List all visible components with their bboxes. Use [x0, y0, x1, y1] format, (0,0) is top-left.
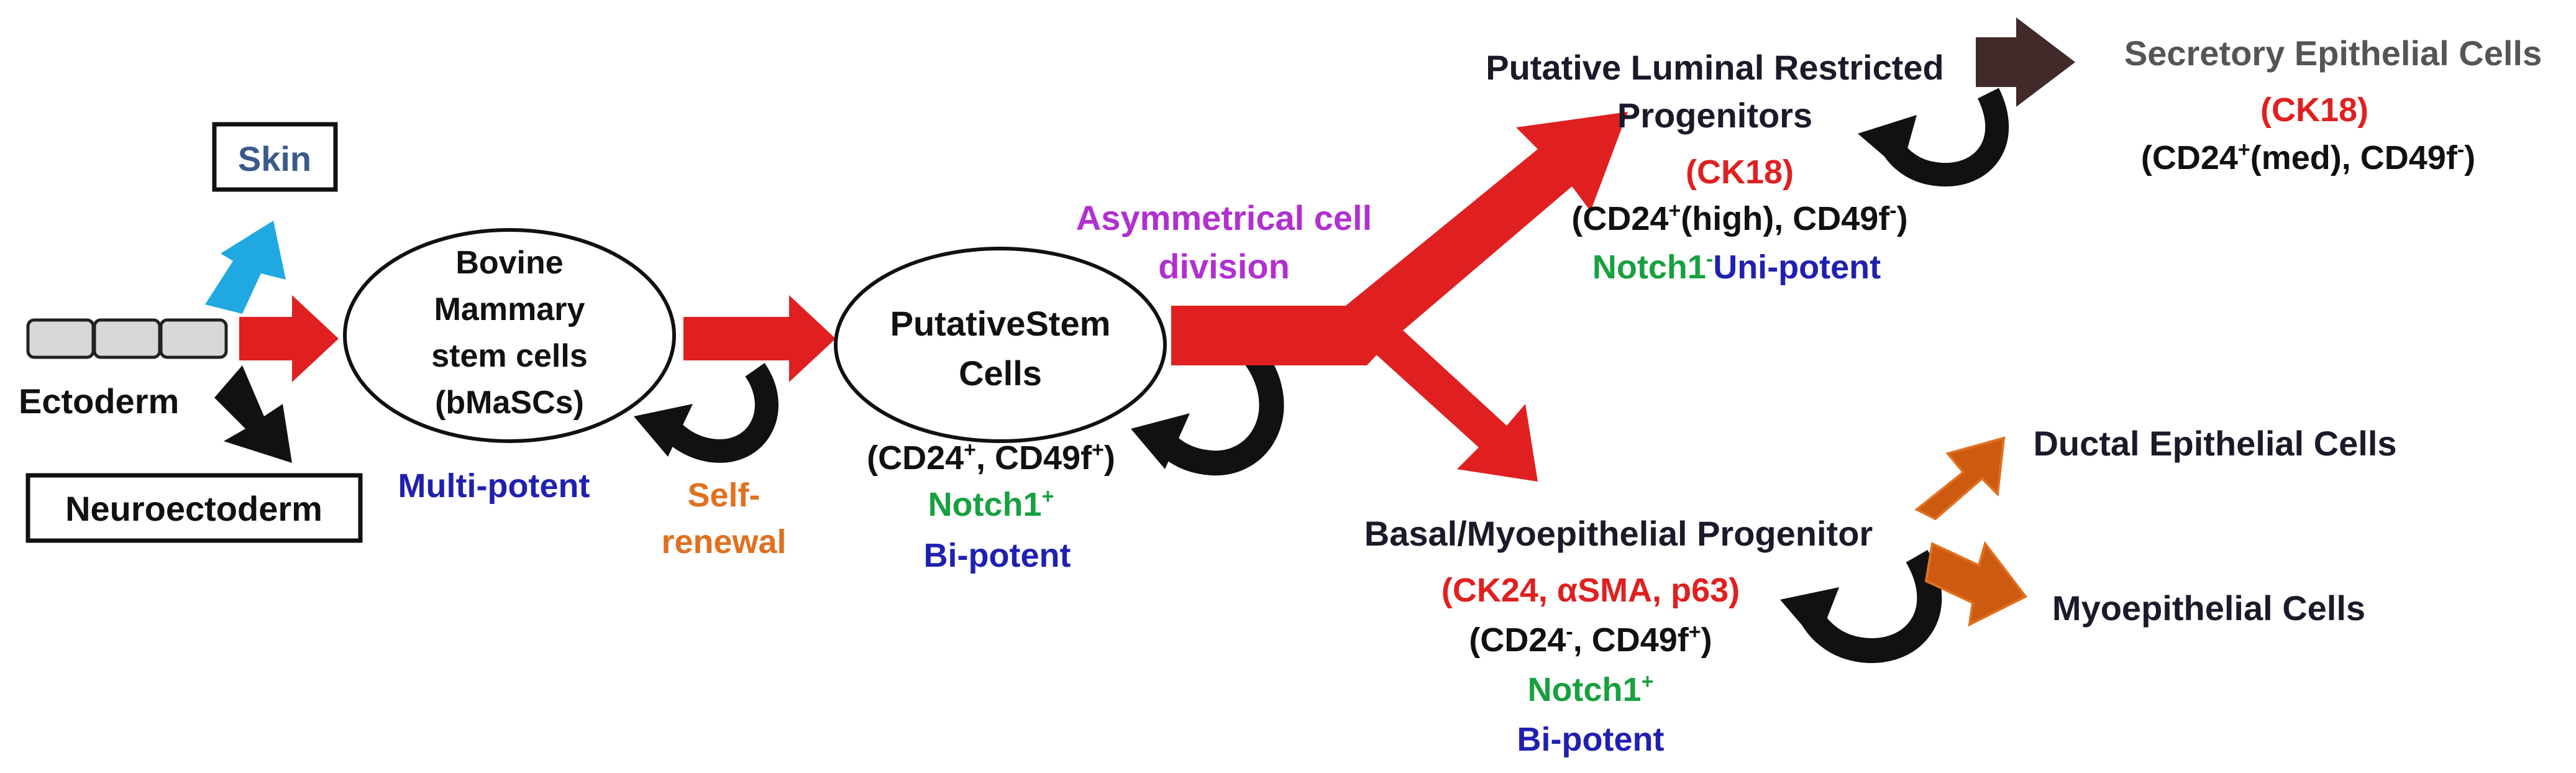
asym-line2: division	[1158, 247, 1290, 286]
luminal-renewal-arrow	[1858, 88, 2009, 187]
putative-stem-renewal-arrow	[1131, 350, 1284, 476]
ductal-title: Ductal Epithelial Cells	[2033, 424, 2396, 463]
luminal-notch-potency: Notch1-Uni-potent	[1592, 247, 1881, 286]
myoepithelial-title: Myoepithelial Cells	[2052, 588, 2365, 628]
arrow-to-ductal	[1914, 436, 2006, 521]
neuroectoderm-box	[25, 473, 363, 543]
self-renewal-line2: renewal	[661, 523, 786, 560]
self-renewal-line1: Self-	[687, 477, 760, 514]
arrow-to-putative-stem	[683, 295, 836, 382]
bmascs-line3: stem cells	[431, 338, 588, 374]
putative-stem-line1: PutativeStem	[890, 304, 1111, 343]
secretory-title: Secretory Epithelial Cells	[2124, 34, 2542, 73]
luminal-line2: Progenitors	[1617, 96, 1812, 135]
neuroectoderm-label: Neuroectoderm	[65, 489, 322, 528]
luminal-ck: (CK18)	[1686, 153, 1794, 191]
putative-stem-ellipse	[834, 247, 1167, 443]
luminal-markers: (CD24+(high), CD49f-)	[1571, 199, 1907, 237]
basal-title: Basal/Myoepithelial Progenitor	[1364, 514, 1873, 553]
basal-notch: Notch1+	[1528, 670, 1654, 708]
arrow-to-secretory	[1976, 17, 2075, 107]
arrow-to-neuroectoderm	[214, 365, 292, 463]
asym-line1: Asymmetrical cell	[1076, 198, 1372, 237]
bmascs-line4: (bMaSCs)	[435, 385, 584, 421]
bmascs-line2: Mammary	[434, 291, 585, 327]
bmascs-ellipse	[343, 228, 676, 443]
skin-box	[212, 122, 338, 192]
skin-label: Skin	[238, 139, 311, 178]
arrow-to-bmascs	[239, 295, 339, 382]
putative-stem-line2: Cells	[959, 354, 1042, 393]
bmascs-potency: Multi-potent	[398, 467, 590, 505]
ectoderm-label: Ectoderm	[19, 382, 179, 421]
self-renewal-arrow	[634, 363, 779, 463]
basal-ck: (CK24, αSMA, p63)	[1441, 572, 1740, 609]
putative-stem-notch: Notch1+	[928, 485, 1054, 523]
arrow-to-skin	[205, 221, 286, 314]
bmascs-line1: Bovine	[455, 245, 563, 281]
basal-potency: Bi-potent	[1517, 721, 1665, 758]
ectoderm-blocks	[26, 318, 228, 359]
secretory-ck: (CK18)	[2260, 91, 2368, 129]
basal-markers: (CD24-, CD49f+)	[1469, 620, 1712, 659]
branching-arrow	[1171, 112, 1628, 482]
basal-renewal-arrow	[1780, 549, 1942, 663]
putative-stem-potency: Bi-potent	[924, 537, 1071, 574]
luminal-line1: Putative Luminal Restricted	[1486, 48, 1944, 87]
secretory-markers: (CD24+(med), CD49f-)	[2141, 138, 2475, 176]
putative-stem-markers: (CD24+, CD49f+)	[867, 438, 1115, 477]
arrow-to-myoepithelial	[1924, 541, 2028, 627]
